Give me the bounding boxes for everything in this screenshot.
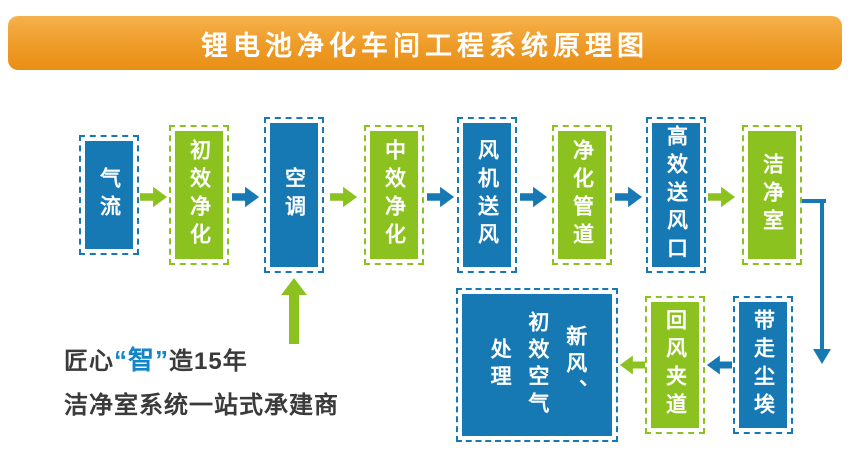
node-dust-removal-fill: 带走尘埃 [739, 302, 787, 428]
arrow-dust-to-return-icon [706, 355, 732, 375]
node-dust-removal: 带走尘埃 [733, 296, 793, 434]
tagline: 匠心“智”造15年 洁净室系统一站式承建商 [64, 340, 339, 420]
node-fresh-air-treatment: 新风、 初效空气 处理 [456, 288, 618, 442]
node-dust-removal-label: 带走尘埃 [751, 309, 775, 421]
node-fan-supply-label: 风机送风 [475, 139, 499, 251]
page-title: 锂电池净化车间工程系统原理图 [201, 30, 649, 62]
node-hepa-outlet-label: 高效送风口 [664, 125, 688, 265]
node-return-air-passage-label: 回风夹道 [663, 309, 687, 421]
arrow-fan-to-duct-icon [520, 186, 548, 208]
arrow-airflow-to-primary-icon [140, 186, 168, 208]
arrow-return-to-treatment-icon [619, 355, 645, 375]
node-airflow-fill: 气流 [85, 141, 133, 249]
connector-cleanroom-vertical [820, 199, 824, 351]
node-primary-purification-label: 初效净化 [187, 139, 211, 251]
node-purification-duct-label: 净化管道 [570, 139, 594, 251]
node-fan-supply-fill: 风机送风 [463, 123, 511, 267]
arrow-duct-to-hepa-icon [615, 186, 643, 208]
node-fresh-air-treatment-label: 新风、 初效空气 处理 [488, 311, 587, 419]
tagline-part2: 造15年 [169, 348, 248, 375]
node-cleanroom-label: 洁净室 [760, 153, 784, 237]
arrow-medium-to-fan-icon [427, 186, 455, 208]
node-fresh-air-treatment-fill: 新风、 初效空气 处理 [462, 294, 612, 436]
node-primary-purification-fill: 初效净化 [175, 131, 223, 259]
node-medium-purification-label: 中效净化 [382, 139, 406, 251]
connector-down-arrowhead-icon [813, 349, 831, 364]
node-airflow-label: 气流 [97, 167, 121, 223]
node-purification-duct: 净化管道 [552, 125, 612, 265]
node-cleanroom-fill: 洁净室 [748, 131, 796, 259]
arrow-hepa-to-cleanroom-icon [708, 186, 736, 208]
node-air-conditioner-label: 空调 [282, 167, 306, 223]
tagline-highlight: “智” [114, 345, 170, 375]
arrow-primary-to-ac-icon [232, 186, 260, 208]
connector-cleanroom-horizontal [802, 199, 826, 203]
node-medium-purification-fill: 中效净化 [370, 131, 418, 259]
node-purification-duct-fill: 净化管道 [558, 131, 606, 259]
tagline-line2: 洁净室系统一站式承建商 [64, 392, 339, 419]
node-cleanroom: 洁净室 [742, 125, 802, 265]
node-return-air-passage: 回风夹道 [645, 296, 705, 434]
node-airflow: 气流 [79, 135, 139, 255]
arrow-ac-to-medium-icon [330, 186, 358, 208]
node-hepa-outlet: 高效送风口 [646, 117, 706, 273]
title-banner: 锂电池净化车间工程系统原理图 [8, 16, 842, 70]
node-hepa-outlet-fill: 高效送风口 [652, 123, 700, 267]
node-air-conditioner: 空调 [264, 117, 324, 273]
arrow-treatment-to-ac-icon [281, 278, 307, 344]
node-return-air-passage-fill: 回风夹道 [651, 302, 699, 428]
tagline-line1: 匠心“智”造15年 [64, 340, 339, 377]
node-primary-purification: 初效净化 [169, 125, 229, 265]
node-air-conditioner-fill: 空调 [270, 123, 318, 267]
tagline-part1: 匠心 [64, 348, 114, 375]
node-fan-supply: 风机送风 [457, 117, 517, 273]
node-medium-purification: 中效净化 [364, 125, 424, 265]
